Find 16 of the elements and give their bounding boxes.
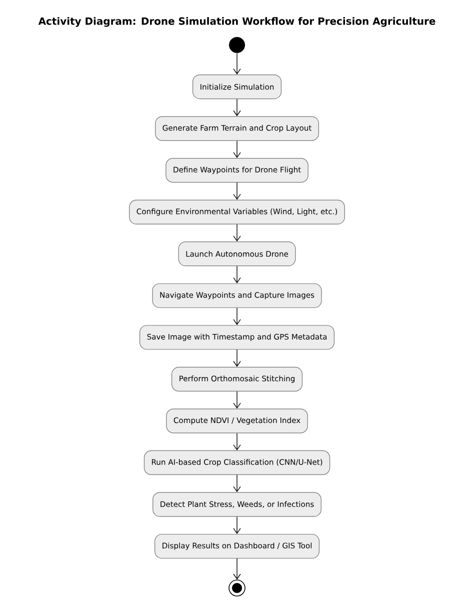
arrow [233, 98, 241, 116]
arrow [233, 308, 241, 326]
arrow [233, 140, 241, 158]
arrow [233, 516, 241, 534]
arrow [233, 349, 241, 367]
title: Activity Diagram: Drone Simulation Workflow for Precision Agriculture [38, 17, 436, 27]
arrow [233, 224, 241, 242]
arrow [233, 558, 241, 580]
arrow [233, 391, 241, 409]
arrow [233, 52, 241, 74]
arrow [233, 182, 241, 200]
arrow [233, 474, 241, 492]
arrow [233, 266, 241, 284]
arrow [233, 432, 241, 450]
start-circle [229, 37, 245, 53]
end-circle [228, 580, 246, 596]
